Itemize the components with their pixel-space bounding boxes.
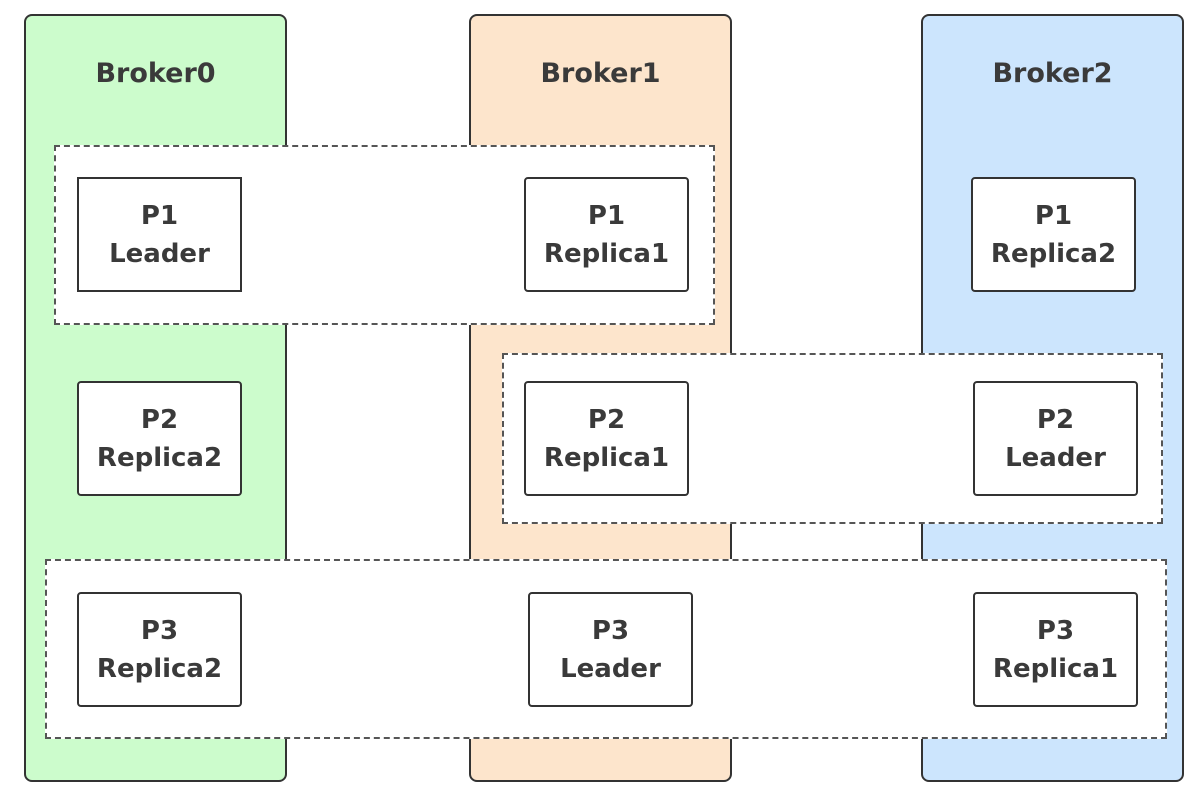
broker-1-title: Broker1 — [540, 58, 661, 89]
partition-id: P2 — [140, 404, 179, 435]
partition-box: P3 Replica2 — [77, 592, 242, 707]
partition-id: P1 — [587, 200, 626, 231]
partition-role: Leader — [1005, 442, 1106, 473]
partition-box: P3 Leader — [528, 592, 693, 707]
partition-role: Replica1 — [543, 238, 670, 269]
partition-role: Replica1 — [992, 653, 1119, 684]
partition-id: P3 — [591, 615, 630, 646]
partition-role: Leader — [560, 653, 661, 684]
partition-id: P2 — [1036, 404, 1075, 435]
partition-id: P1 — [140, 200, 179, 231]
partition-role: Replica1 — [543, 442, 670, 473]
broker-0-title: Broker0 — [95, 58, 216, 89]
broker-2-title: Broker2 — [992, 58, 1113, 89]
partition-box: P1 Replica2 — [971, 177, 1136, 292]
partition-box: P2 Leader — [973, 381, 1138, 496]
partition-id: P2 — [587, 404, 626, 435]
partition-role: Replica2 — [96, 653, 223, 684]
partition-id: P3 — [1036, 615, 1075, 646]
partition-role: Leader — [109, 238, 210, 269]
partition-role: Replica2 — [990, 238, 1117, 269]
partition-box: P2 Replica1 — [524, 381, 689, 496]
partition-role: Replica2 — [96, 442, 223, 473]
partition-id: P3 — [140, 615, 179, 646]
partition-box: P2 Replica2 — [77, 381, 242, 496]
partition-box: P1 Leader — [77, 177, 242, 292]
partition-box: P1 Replica1 — [524, 177, 689, 292]
partition-box: P3 Replica1 — [973, 592, 1138, 707]
partition-id: P1 — [1034, 200, 1073, 231]
